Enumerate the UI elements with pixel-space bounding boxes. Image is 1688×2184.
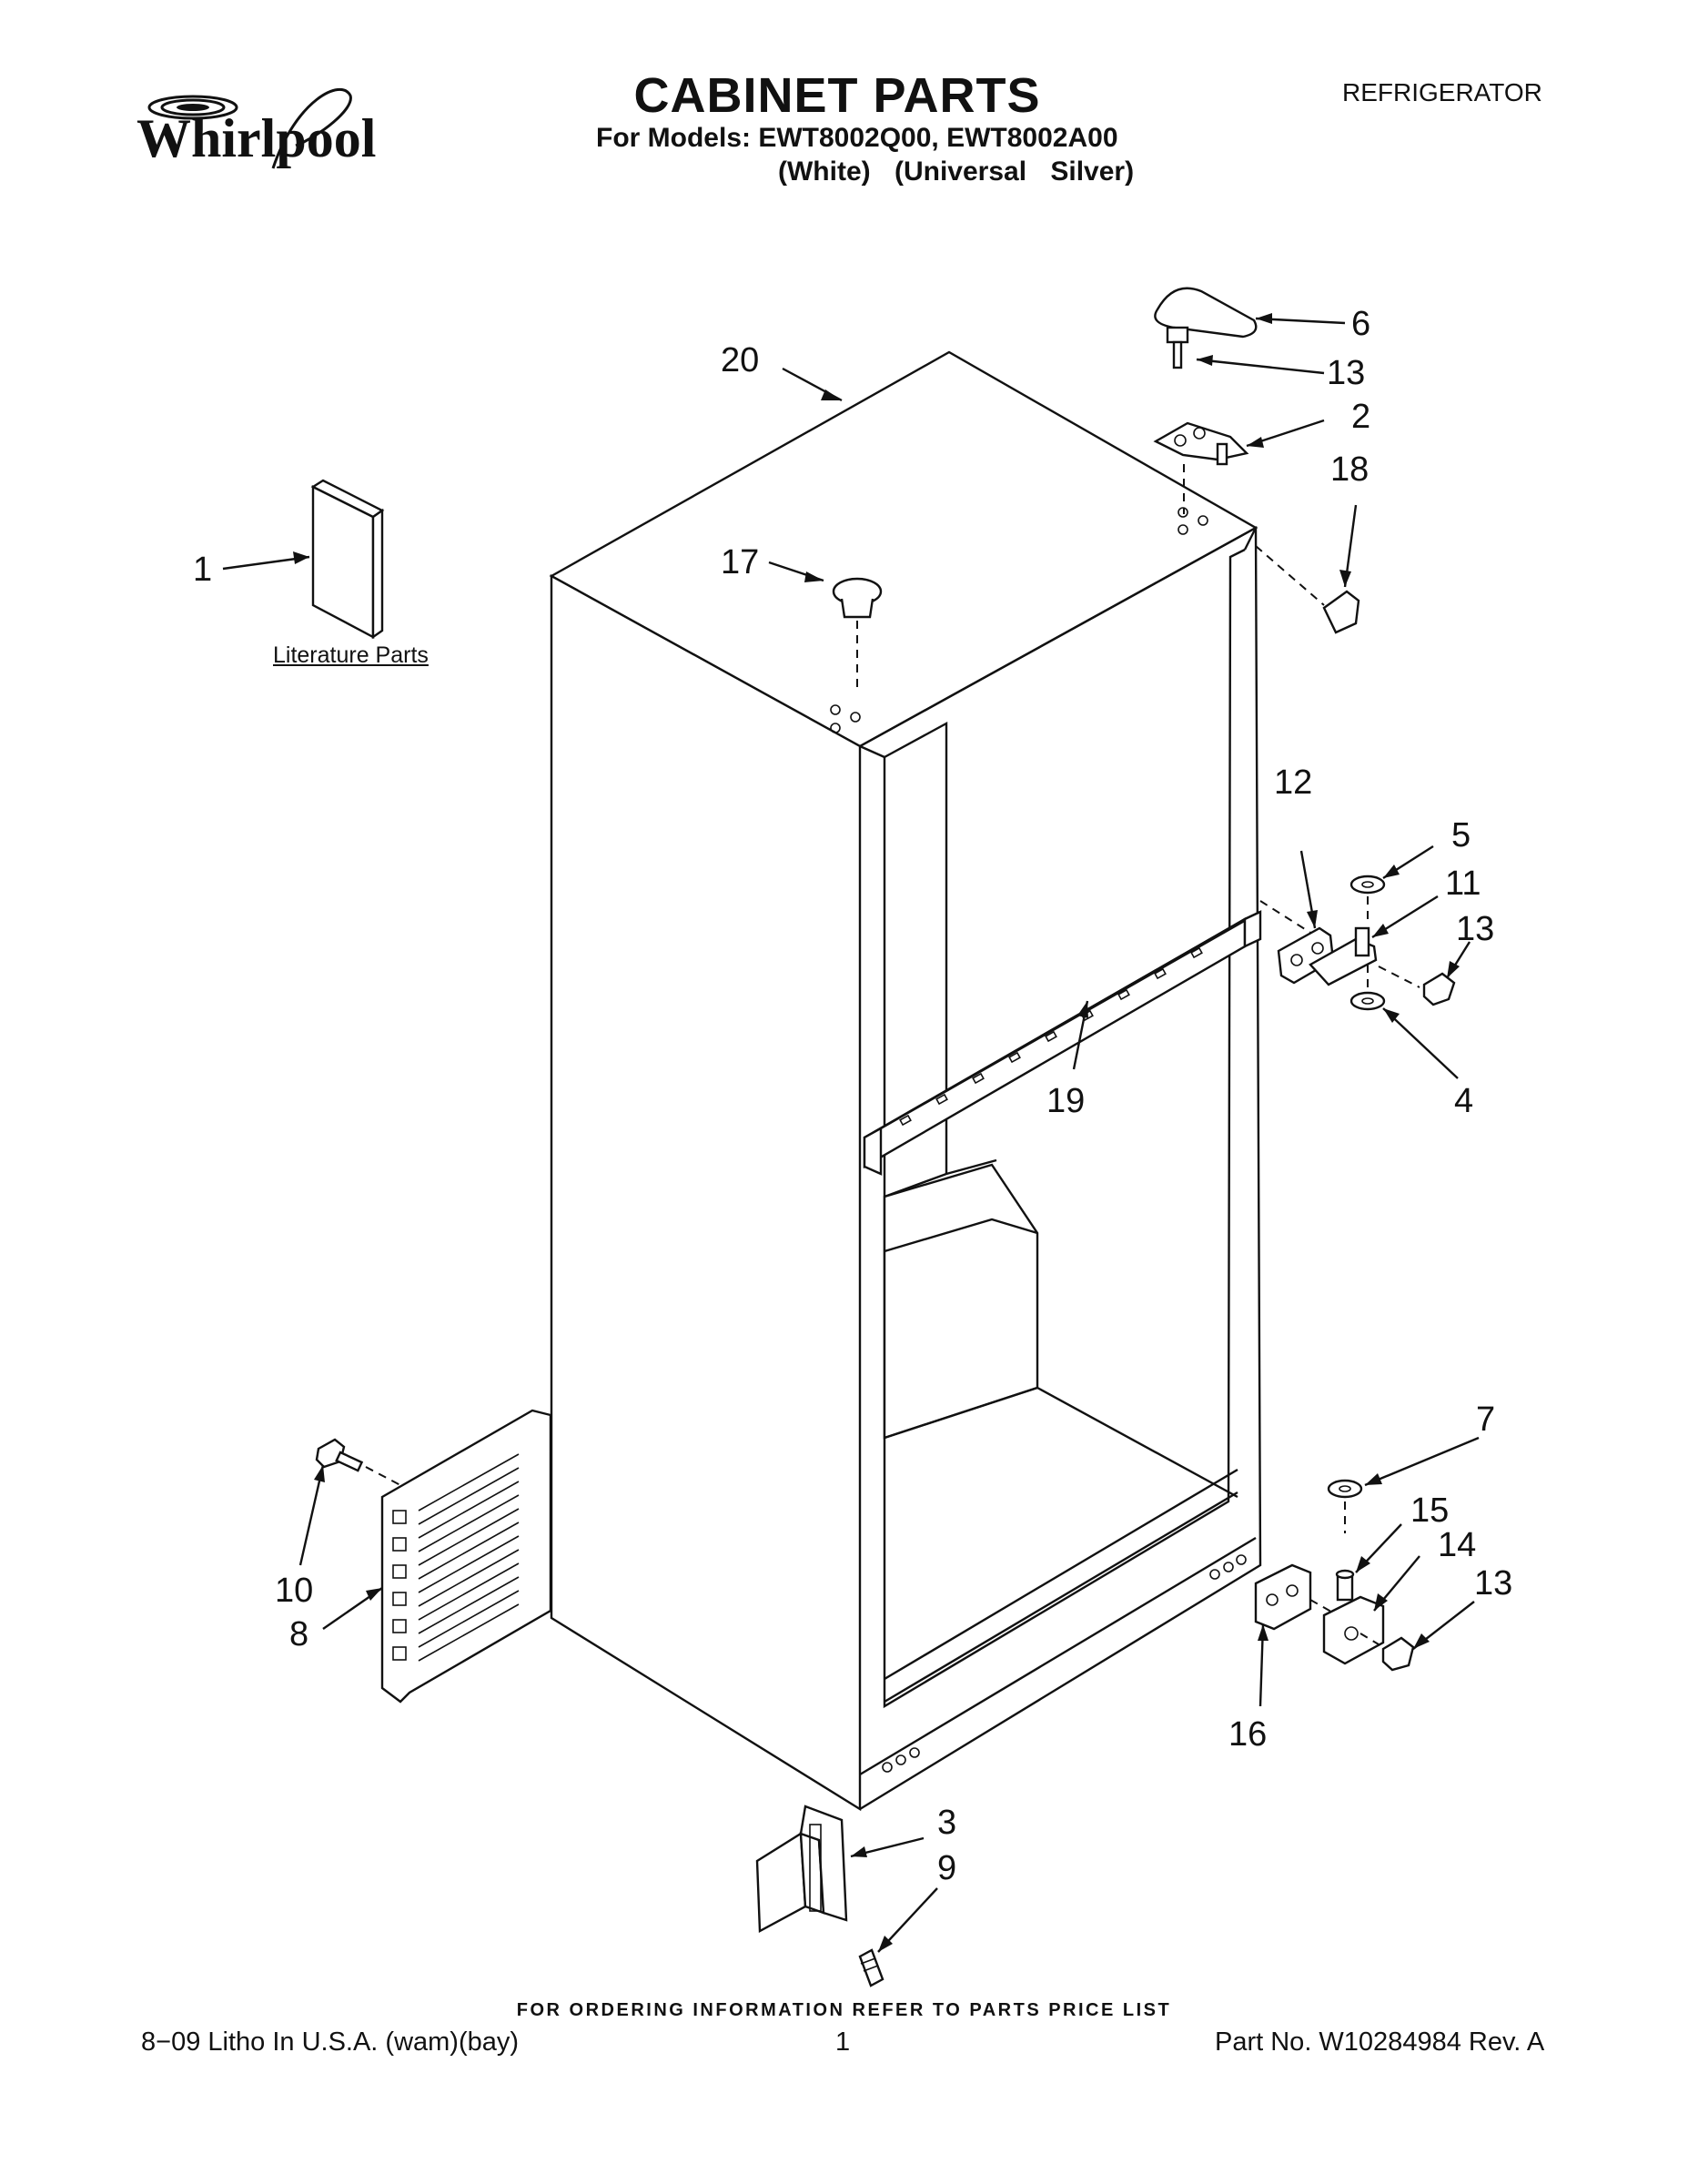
hinge-cover [1154,287,1258,339]
center-rail [863,910,1262,1176]
callout-9: 9 [937,1849,956,1887]
bottom-hinge-assembly [1254,1479,1415,1672]
top-plug [832,577,883,692]
literature-parts-label: Literature Parts [273,642,429,668]
callout-13-bottom: 13 [1474,1564,1512,1603]
page-title: CABINET PARTS [633,68,1041,123]
callout-10: 10 [275,1572,313,1610]
callout-12: 12 [1274,763,1312,802]
callout-2: 2 [1351,398,1370,436]
variants-line: (White) (Universal Silver) [778,157,1135,187]
models-line: For Models: EWT8002Q00, EWT8002A00 [596,123,1118,153]
literature-booklet [310,479,385,640]
brand-wordmark: Whirlpool [136,108,376,168]
callout-11: 11 [1445,864,1481,903]
callout-17: 17 [721,543,759,581]
callout-3: 3 [937,1804,956,1842]
callout-20: 20 [721,341,759,379]
litho-line: 8−09 Litho In U.S.A. (wam)(bay) [141,2027,520,2057]
callout-13-top: 13 [1327,354,1365,392]
callout-13-mid: 13 [1456,910,1494,948]
callout-1: 1 [193,551,212,589]
whirlpool-logo: Whirlpool [136,87,376,169]
hinge-plug [1255,545,1360,634]
callout-15: 15 [1410,1491,1449,1530]
center-hinge-assembly [1259,875,1456,1011]
category-label: REFRIGERATOR [1342,78,1542,106]
callout-8: 8 [289,1615,308,1653]
callout-5: 5 [1451,816,1471,854]
ordering-note: FOR ORDERING INFORMATION REFER TO PARTS … [516,2000,1172,2020]
callout-numbers: 1 20 17 6 13 2 18 12 5 11 13 4 19 7 15 1… [193,305,1512,1887]
callout-19: 19 [1046,1082,1085,1120]
callout-18: 18 [1330,450,1369,489]
callout-4: 4 [1454,1082,1473,1120]
callout-6: 6 [1351,305,1370,343]
part-number: Part No. W10284984 Rev. A [1215,2027,1545,2057]
top-hinge-assembly [1153,326,1249,514]
callout-16: 16 [1228,1715,1267,1754]
leveling-leg [755,1805,884,1987]
rear-panel [315,1409,552,1704]
cabinet-body [549,350,1262,1812]
leader-arrowheads [293,313,1460,1952]
callout-14: 14 [1438,1526,1476,1564]
page-number: 1 [835,2027,851,2057]
callout-7: 7 [1476,1400,1495,1439]
